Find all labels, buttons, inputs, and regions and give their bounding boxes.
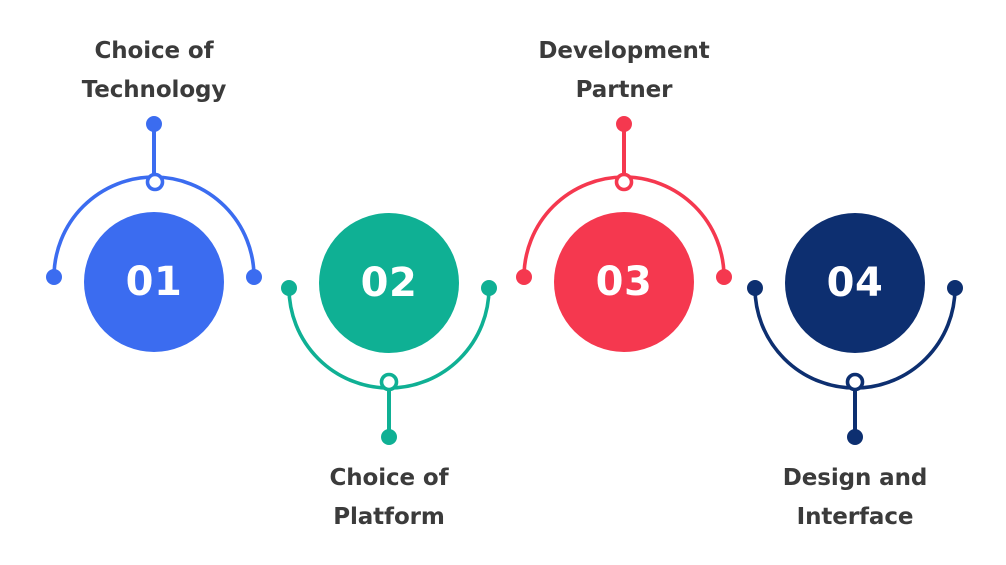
step-group-04[interactable]: 04 <box>747 213 963 445</box>
step-group-03[interactable]: 03 <box>516 116 732 352</box>
connector-tip-dot-03 <box>616 116 632 132</box>
connector-ring-04 <box>845 372 865 392</box>
arc-endpoint-dot-left-02 <box>281 280 297 296</box>
arc-endpoint-dot-left-01 <box>46 269 62 285</box>
step-number-03: 03 <box>596 259 653 305</box>
arc-endpoint-dot-right-02 <box>481 280 497 296</box>
step-circle-03[interactable] <box>554 212 694 352</box>
connector-ring-02 <box>379 372 399 392</box>
step-number-04: 04 <box>827 260 884 306</box>
connector-tip-dot-02 <box>381 429 397 445</box>
arc-endpoint-dot-left-03 <box>516 269 532 285</box>
arc-endpoint-dot-right-01 <box>246 269 262 285</box>
step-group-02[interactable]: 02 <box>281 213 497 445</box>
step-number-02: 02 <box>361 260 418 306</box>
step-circle-02[interactable] <box>319 213 459 353</box>
connector-ring-01 <box>145 172 165 192</box>
connector-tip-dot-04 <box>847 429 863 445</box>
step-number-01: 01 <box>126 259 183 305</box>
arc-endpoint-dot-left-04 <box>747 280 763 296</box>
arc-endpoint-dot-right-03 <box>716 269 732 285</box>
connector-ring-03 <box>614 172 634 192</box>
step-circle-04[interactable] <box>785 213 925 353</box>
connector-tip-dot-01 <box>146 116 162 132</box>
step-label-04: Design and Interface <box>782 465 928 530</box>
step-label-02: Choice of Platform <box>329 465 449 530</box>
arc-endpoint-dot-right-04 <box>947 280 963 296</box>
step-label-03: Development Partner <box>538 38 710 103</box>
step-group-01[interactable]: 01 <box>46 116 262 352</box>
step-circle-01[interactable] <box>84 212 224 352</box>
step-label-01: Choice of Technology <box>81 38 227 103</box>
